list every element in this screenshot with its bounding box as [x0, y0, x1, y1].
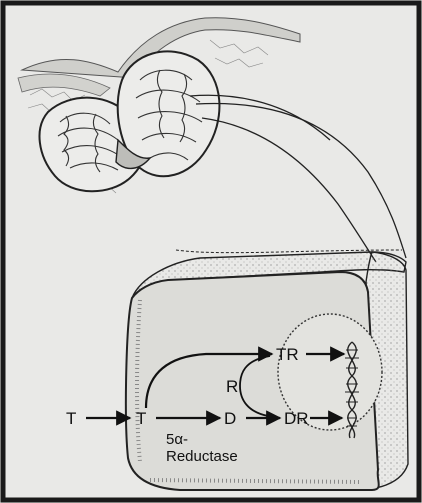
label-tr: TR	[276, 345, 299, 364]
label-enzyme-line1: 5α-	[166, 431, 188, 448]
label-t-outside: T	[66, 409, 76, 428]
label-r: R	[226, 377, 238, 396]
label-t-inside: T	[136, 409, 146, 428]
label-d: D	[224, 409, 236, 428]
label-dr: DR	[284, 409, 309, 428]
label-enzyme-line2: Reductase	[166, 448, 238, 465]
